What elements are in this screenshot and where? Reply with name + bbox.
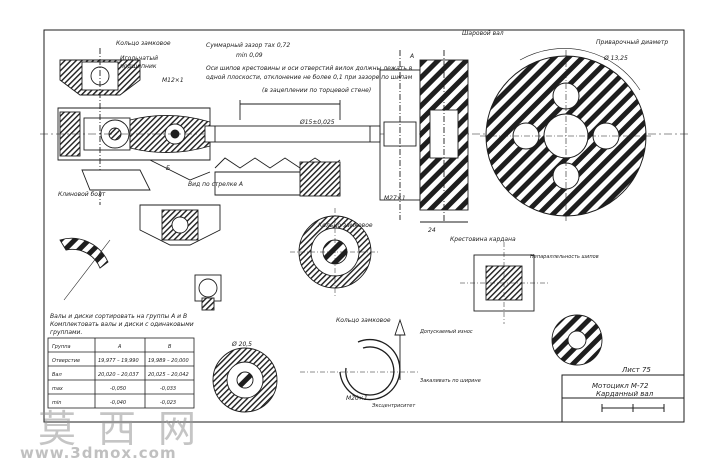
label-wear: Допускаемый износ — [419, 329, 473, 335]
sheet-frame — [43, 29, 685, 423]
label-m20: М20×1 — [346, 395, 368, 402]
watermark-url: www.3dmox.com — [20, 444, 177, 462]
table-cell: -0,023 — [160, 400, 176, 406]
table-cell: Вал — [52, 372, 62, 378]
table-cell: max — [52, 386, 63, 392]
spider-gear — [290, 208, 380, 296]
drawing-title: Мотоцикл М-72 — [592, 382, 649, 390]
label-wedge-bolt: Клиновой болт — [58, 191, 106, 198]
label-groups-2: Комплектовать валы и диски с одинаковыми — [50, 321, 194, 328]
label-diameter: Приварочный диаметр — [596, 39, 668, 46]
small-disc — [551, 314, 603, 366]
label-a: А — [409, 53, 414, 60]
table-cell: 19,977 – 19,990 — [98, 358, 139, 364]
label-b: Б — [166, 165, 170, 172]
annotations: Кольцо замковое Игольчатый подшипник Сум… — [50, 30, 668, 409]
label-m12: М12×1 — [162, 77, 184, 84]
table-text: Группа А В Отверстие 19,977 – 19,990 19,… — [52, 344, 189, 406]
disc-end-view — [480, 48, 652, 222]
label-24: 24 — [428, 227, 436, 234]
label-clearance: Суммарный зазор тах 0,72 — [206, 42, 290, 49]
label-groups-1: Валы и диски сортировать на группы А и В — [50, 313, 187, 320]
label-cross: Крестовина кардана — [450, 236, 516, 243]
title-block — [561, 374, 685, 423]
cardan-shaft — [204, 100, 381, 197]
label-phi15: Ø15±0,025 — [299, 119, 335, 126]
label-note-3: (в зацеплении по торцевой стене) — [262, 87, 371, 94]
label-note-1: Оси шипов крестовины и оси отверстий вил… — [206, 65, 413, 72]
sheet-number: Лист 75 — [621, 366, 651, 374]
watermark-chinese: 莫西网 — [38, 407, 219, 451]
label-lock-ring: Кольцо замковое — [116, 40, 171, 47]
table-cell: -0,050 — [110, 386, 126, 392]
tolerance-table — [47, 337, 195, 409]
table-cell: Отверстие — [52, 358, 80, 364]
label-diameter-value: Ø 13,25 — [603, 55, 628, 62]
table-cell: -0,033 — [160, 386, 176, 392]
label-ball-shaft: Шаровой вал — [462, 30, 504, 37]
label-groups-3: группами. — [50, 329, 82, 336]
taper-pin — [394, 318, 406, 380]
table-cell: min — [52, 400, 61, 406]
label-needle: Игольчатый — [120, 55, 158, 62]
label-eccentric: Эксцентриситет — [371, 403, 416, 409]
table-header: В — [168, 344, 172, 350]
label-note-2: одной плоскости, отклонение не более 0,1… — [206, 74, 413, 81]
table-header: А — [117, 344, 122, 350]
cross-piece — [460, 242, 548, 324]
universal-joint-section — [40, 48, 690, 205]
drawing-subtitle: Карданный вал — [596, 390, 654, 398]
label-clearance-min: min 0,09 — [236, 52, 263, 59]
view-a-fork — [139, 204, 222, 311]
label-bearing: подшипник — [120, 63, 157, 70]
label-m27: М27×1 — [384, 195, 406, 202]
flange-section — [379, 50, 469, 223]
table-cell: 20,025 – 20,042 — [148, 372, 189, 378]
table-cell: -0,040 — [110, 400, 126, 406]
table-header: Группа — [52, 344, 71, 350]
label-lock-ring-2: Кольцо замковое — [318, 222, 373, 229]
label-view-a: Вид по стрелке А — [188, 181, 243, 188]
label-phi205: Ø 20,5 — [231, 341, 252, 348]
lock-ring — [300, 338, 420, 401]
label-lock-ring-3: Кольцо замковое — [336, 317, 391, 324]
bottom-disc — [212, 347, 278, 413]
sector-section — [59, 237, 111, 301]
label-hardening: Закаливать по ширине — [420, 378, 481, 384]
table-cell: 20,020 – 20,037 — [98, 372, 139, 378]
label-nonparallel: Непараллельность шипов — [530, 254, 599, 260]
table-cell: 19,989 – 20,000 — [148, 358, 189, 364]
